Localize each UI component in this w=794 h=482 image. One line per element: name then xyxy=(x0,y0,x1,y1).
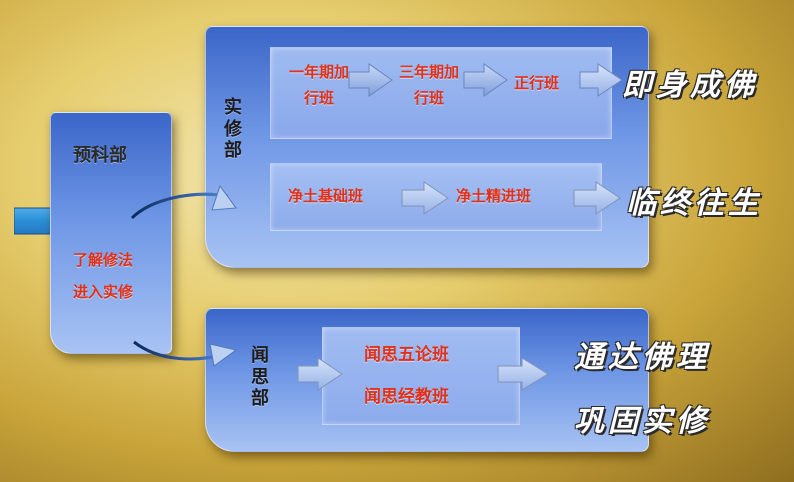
row1-step1-label: 一年期加行班 xyxy=(288,63,349,107)
row2-step2-label: 净土精进班 xyxy=(456,187,532,205)
study-classes-box xyxy=(322,327,520,425)
study-class1-label: 闻思五论班 xyxy=(364,345,449,365)
row2-step1-label: 净土基础班 xyxy=(288,187,364,205)
study-class2-label: 闻思经教班 xyxy=(364,387,449,407)
goal-understand-dharma: 通达佛理 xyxy=(574,340,710,375)
goal-consolidate-practice: 巩固实修 xyxy=(574,404,710,439)
practice-row1-box xyxy=(270,47,612,139)
row1-arrow2-icon xyxy=(463,63,508,97)
row2-arrow-to-goal-icon xyxy=(573,181,621,215)
connector-to-practice-icon xyxy=(130,184,237,220)
study-arrow-in-icon xyxy=(297,357,343,391)
row1-arrow-to-goal-icon xyxy=(579,63,623,97)
study-dept-label: 闻思部 xyxy=(251,345,269,410)
connector-to-study-icon xyxy=(133,340,238,367)
row1-step2-label: 三年期加行班 xyxy=(398,63,459,107)
practice-dept-panel: 实修部 一年期加行班 三年期加行班 正行班 净土基础班 净土精进班 xyxy=(205,26,649,268)
row2-arrow1-icon xyxy=(401,181,449,215)
goal-rebirth: 临终往生 xyxy=(626,186,762,221)
study-dept-panel: 闻思部 闻思五论班 闻思经教班 xyxy=(205,308,649,452)
study-arrow-out-icon xyxy=(497,357,549,391)
row1-step3-label: 正行班 xyxy=(514,74,560,92)
row1-arrow1-icon xyxy=(348,63,393,97)
preparatory-desc-line1: 了解修法 xyxy=(73,251,134,269)
preparatory-desc-line2: 进入实修 xyxy=(73,283,134,301)
practice-dept-label: 实修部 xyxy=(224,97,242,162)
preparatory-dept-title: 预科部 xyxy=(73,145,127,166)
goal-enlightenment: 即身成佛 xyxy=(622,68,758,103)
preparatory-dept-panel: 预科部 了解修法 进入实修 xyxy=(50,112,172,354)
